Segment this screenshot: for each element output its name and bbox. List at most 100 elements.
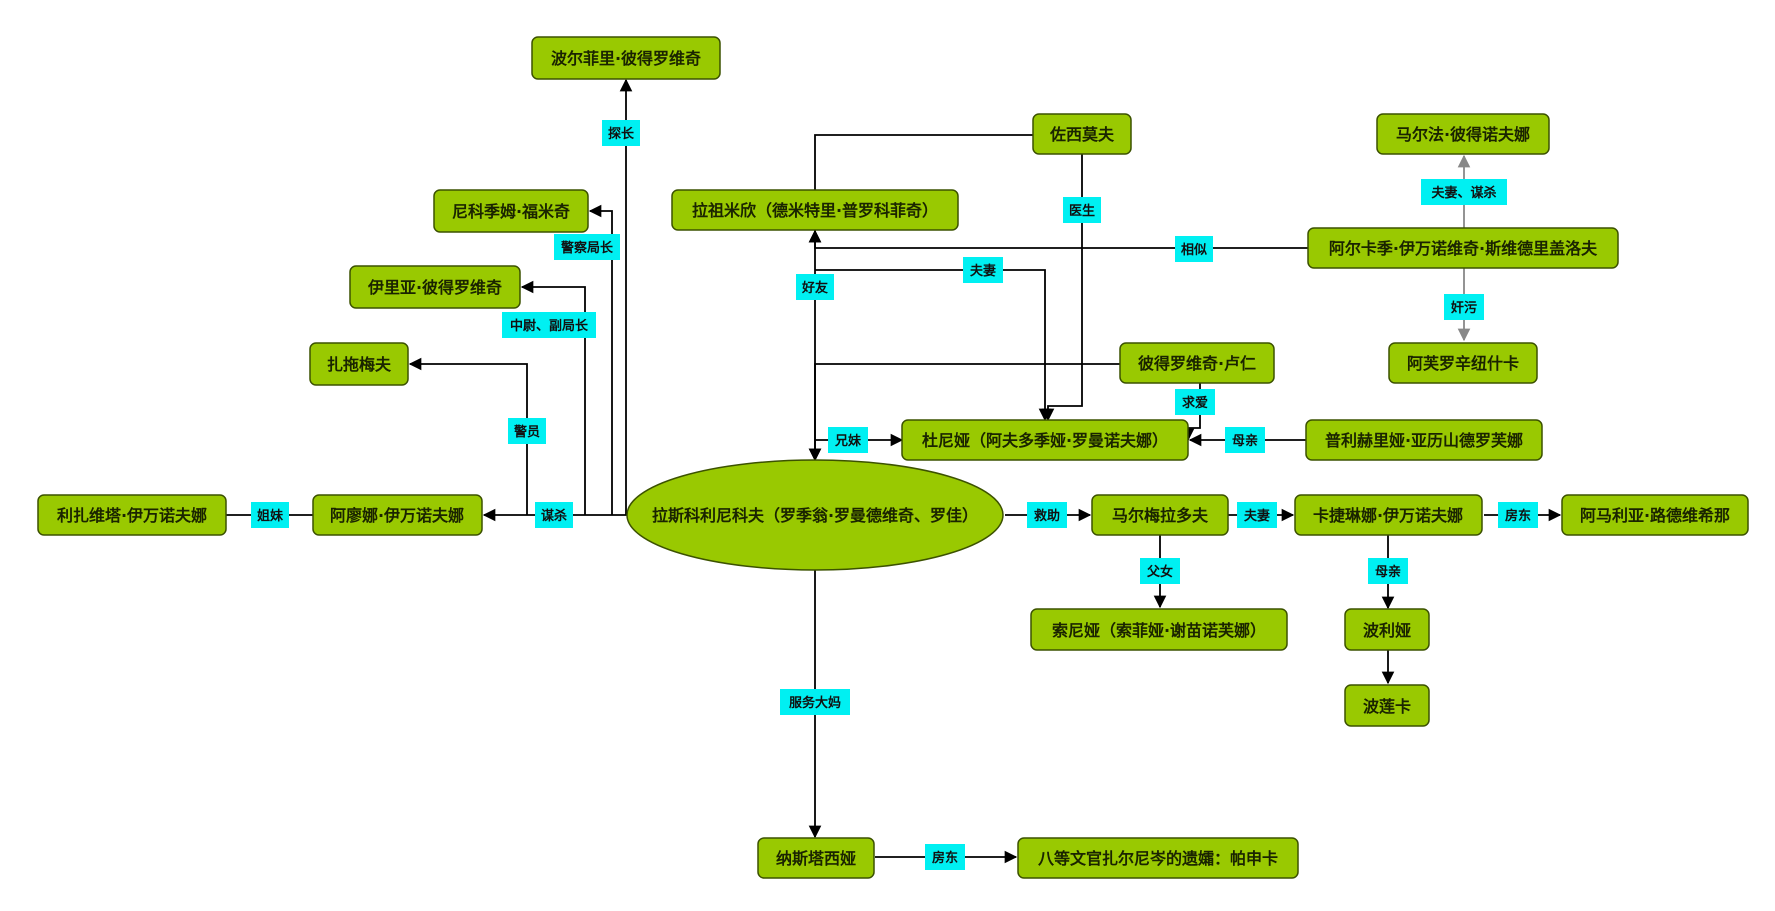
edge-center-zamyotov: [408, 357, 528, 515]
node-lizaveta-label: 利扎维塔·伊万诺夫娜: [57, 506, 207, 525]
node-ilya[interactable]: 伊里亚·彼得罗维奇: [349, 265, 521, 309]
svg-text:房东: 房东: [932, 850, 958, 866]
svg-text:谋杀: 谋杀: [541, 508, 567, 524]
node-marfa[interactable]: 马尔法·彼得诺夫娜: [1376, 113, 1550, 155]
node-nikodim-label: 尼科季姆·福米奇: [452, 202, 570, 221]
node-alyona-label: 阿廖娜·伊万诺夫娜: [330, 506, 464, 525]
label-jiemei: 姐妹: [251, 502, 289, 528]
label-fuqi-razu: 夫妻: [963, 257, 1003, 283]
node-dunya[interactable]: 杜尼娅（阿夫多季娅·罗曼诺夫娜）: [901, 419, 1189, 461]
svg-text:服务大妈: 服务大妈: [789, 695, 841, 711]
node-resslich-label: 阿芙罗辛纽什卡: [1407, 354, 1519, 373]
node-zamyotov-label: 扎拖梅夫: [327, 355, 392, 374]
edge-center-ilya: [520, 280, 586, 515]
label-mousha: 谋杀: [535, 502, 573, 528]
svg-text:兄妹: 兄妹: [834, 433, 862, 449]
node-luzhin[interactable]: 彼得罗维奇·卢仁: [1119, 342, 1275, 384]
svg-text:夫妻: 夫妻: [1244, 508, 1270, 524]
node-porfiry[interactable]: 波尔菲里·彼得罗维奇: [531, 36, 721, 80]
edge-labels: 探长 警察局长 中尉、副局长 警员 谋杀 姐妹 好友 夫妻: [251, 120, 1538, 870]
node-razumikhin-label: 拉祖米欣（德米特里·普罗科菲奇）: [692, 201, 938, 220]
node-polya-label: 波利娅: [1363, 621, 1411, 640]
nodes: 拉斯科利尼科夫（罗季翁·罗曼德维奇、罗佳） 波尔菲里·彼得罗维奇 尼科季姆·福米…: [37, 36, 1749, 879]
svg-text:母亲: 母亲: [1232, 433, 1258, 449]
node-dunya-label: 杜尼娅（阿夫多季娅·罗曼诺夫娜）: [922, 431, 1168, 450]
node-nikodim[interactable]: 尼科季姆·福米奇: [433, 189, 589, 233]
label-yisheng: 医生: [1063, 197, 1101, 223]
node-pulkheria[interactable]: 普利赫里娅·亚历山德罗芙娜: [1305, 419, 1543, 461]
node-marmeladov[interactable]: 马尔梅拉多夫: [1091, 494, 1229, 536]
node-sonya[interactable]: 索尼娅（索菲娅·谢苗诺芙娜）: [1030, 608, 1288, 651]
svg-text:中尉、副局长: 中尉、副局长: [510, 318, 589, 334]
label-jingyuan: 警员: [508, 418, 546, 444]
label-fuwudama: 服务大妈: [780, 689, 850, 715]
edge-svidrigailov-razumikhin: [808, 229, 1308, 249]
node-amalia-label: 阿马利亚·路德维希那: [1580, 506, 1730, 525]
svg-text:房东: 房东: [1505, 508, 1531, 524]
node-lizaveta[interactable]: 利扎维塔·伊万诺夫娜: [37, 494, 227, 536]
svg-text:医生: 医生: [1069, 203, 1095, 219]
svg-text:夫妻: 夫妻: [970, 263, 996, 279]
label-jianwu: 奸污: [1444, 294, 1484, 320]
label-fangdong-pashenka: 房东: [925, 844, 965, 870]
label-muqin-polya: 母亲: [1368, 558, 1408, 584]
node-center-label: 拉斯科利尼科夫（罗季翁·罗曼德维奇、罗佳）: [652, 506, 978, 525]
label-tanzhang: 探长: [602, 120, 640, 146]
node-katerina[interactable]: 卡捷琳娜·伊万诺夫娜: [1294, 494, 1483, 536]
svg-text:奸污: 奸污: [1450, 300, 1477, 316]
node-porfiry-label: 波尔菲里·彼得罗维奇: [551, 49, 701, 68]
label-qiuai: 求爱: [1175, 389, 1215, 415]
node-pashenka-label: 八等文官扎尔尼岑的遗孀：帕申卡: [1037, 849, 1278, 868]
node-sonya-label: 索尼娅（索菲娅·谢苗诺芙娜）: [1052, 621, 1266, 640]
edge-luzhin-center: [808, 363, 1120, 462]
svg-text:救助: 救助: [1034, 508, 1060, 524]
node-ilya-label: 伊里亚·彼得罗维奇: [367, 278, 502, 297]
label-xiangsi: 相似: [1175, 236, 1213, 262]
node-luzhin-label: 彼得罗维奇·卢仁: [1138, 354, 1256, 373]
node-svidrigailov-label: 阿尔卡季·伊万诺维奇·斯维德里盖洛夫: [1329, 239, 1598, 258]
edge-center-nikodim: [588, 204, 613, 515]
node-polenka-label: 波莲卡: [1363, 697, 1411, 716]
node-polenka[interactable]: 波莲卡: [1344, 684, 1430, 727]
svg-text:母亲: 母亲: [1375, 564, 1401, 580]
node-zosimov-label: 佐西莫夫: [1049, 125, 1115, 144]
node-zosimov[interactable]: 佐西莫夫: [1032, 113, 1132, 155]
label-haoyou: 好友: [796, 274, 834, 300]
svg-text:探长: 探长: [608, 126, 635, 142]
node-zamyotov[interactable]: 扎拖梅夫: [309, 342, 409, 386]
node-marmeladov-label: 马尔梅拉多夫: [1112, 506, 1209, 525]
svg-text:求爱: 求爱: [1182, 395, 1208, 411]
node-nastasya[interactable]: 纳斯塔西娅: [757, 837, 875, 879]
edge-razumikhin-dunya: [815, 269, 1052, 422]
node-razumikhin[interactable]: 拉祖米欣（德米特里·普罗科菲奇）: [671, 189, 959, 231]
label-fuqi-mousha: 夫妻、谋杀: [1421, 179, 1507, 205]
node-pulkheria-label: 普利赫里娅·亚历山德罗芙娜: [1325, 431, 1523, 450]
label-zhongwei: 中尉、副局长: [502, 312, 596, 338]
label-fuqi-marm: 夫妻: [1237, 502, 1277, 528]
label-jiuzhu: 救助: [1027, 502, 1067, 528]
label-jingchajuzhang: 警察局长: [554, 234, 620, 260]
node-nastasya-label: 纳斯塔西娅: [776, 849, 856, 868]
svg-text:相似: 相似: [1181, 242, 1207, 258]
node-svidrigailov[interactable]: 阿尔卡季·伊万诺维奇·斯维德里盖洛夫: [1307, 227, 1619, 269]
node-polya[interactable]: 波利娅: [1344, 608, 1430, 651]
label-funv: 父女: [1140, 558, 1180, 584]
label-xiongmei: 兄妹: [828, 427, 868, 453]
edge-zosimov-dunya: [1041, 150, 1083, 422]
svg-text:警察局长: 警察局长: [561, 240, 614, 256]
label-muqin-dunya: 母亲: [1225, 427, 1265, 453]
label-fangdong-amalia: 房东: [1498, 502, 1538, 528]
svg-text:姐妹: 姐妹: [257, 508, 284, 524]
node-amalia[interactable]: 阿马利亚·路德维希那: [1561, 494, 1749, 536]
node-center[interactable]: 拉斯科利尼科夫（罗季翁·罗曼德维奇、罗佳）: [626, 459, 1004, 571]
node-marfa-label: 马尔法·彼得诺夫娜: [1396, 125, 1530, 144]
node-resslich[interactable]: 阿芙罗辛纽什卡: [1388, 342, 1538, 384]
svg-text:好友: 好友: [801, 280, 828, 296]
svg-text:父女: 父女: [1146, 564, 1173, 580]
node-katerina-label: 卡捷琳娜·伊万诺夫娜: [1313, 506, 1463, 525]
node-alyona[interactable]: 阿廖娜·伊万诺夫娜: [312, 494, 483, 536]
node-pashenka[interactable]: 八等文官扎尔尼岑的遗孀：帕申卡: [1017, 837, 1299, 879]
svg-text:警员: 警员: [514, 424, 540, 440]
svg-text:夫妻、谋杀: 夫妻、谋杀: [1431, 185, 1496, 201]
